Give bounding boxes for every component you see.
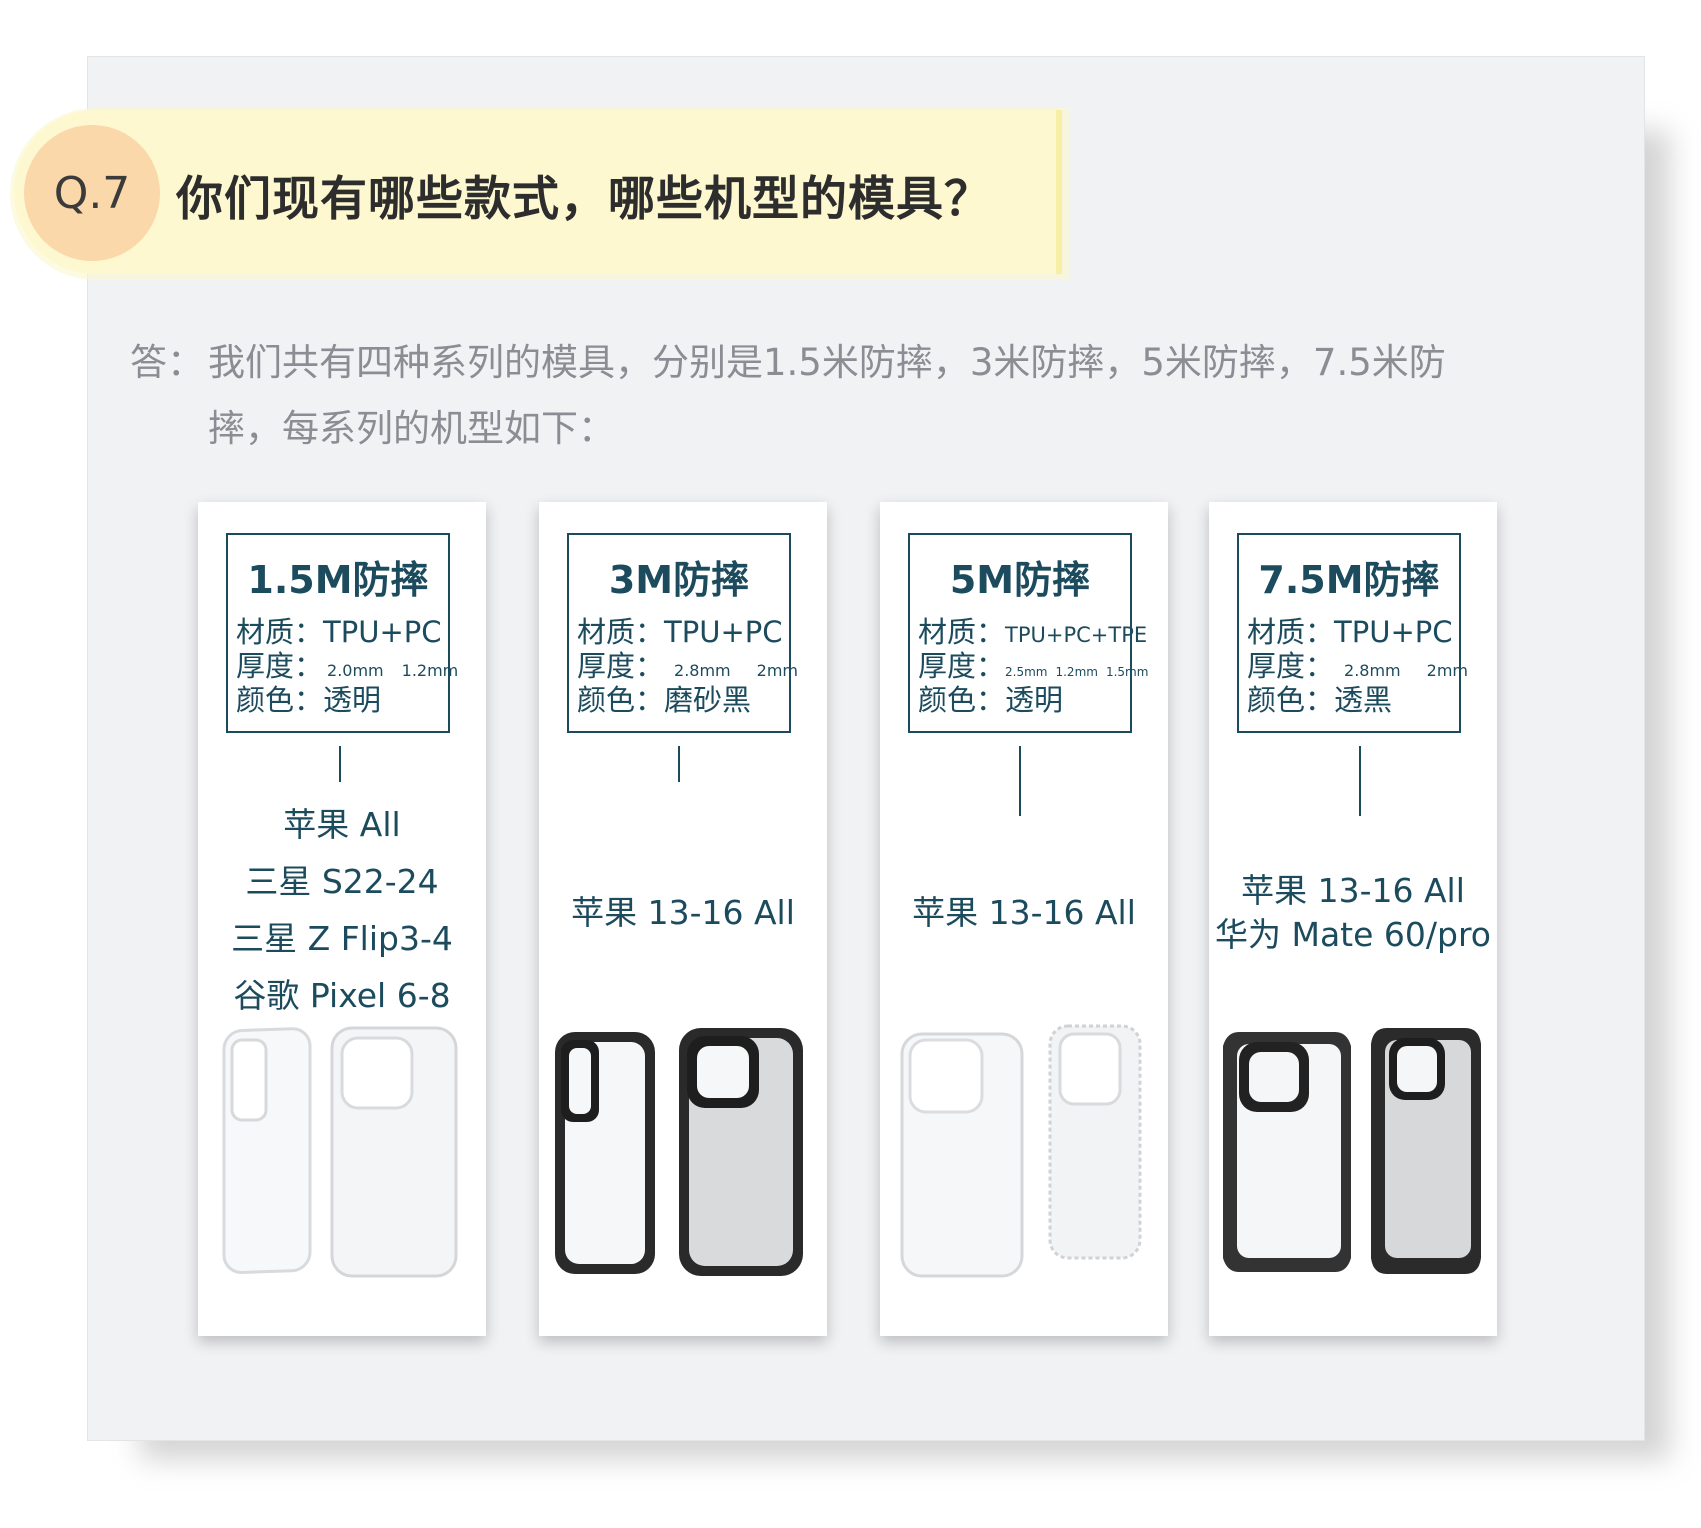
series-card-7-5m: 7.5M防摔 材质：TPU+PC 厚度： 2.8mm 2mm 颜色：透黑 苹果 13…	[1209, 502, 1497, 1336]
answer-line-2: 摔，每系列的机型如下：	[208, 407, 615, 450]
model-4: 谷歌 Pixel 6-8	[233, 976, 451, 1015]
phone-case-image-black-frame	[555, 1028, 803, 1276]
question-number: Q.7	[53, 167, 131, 219]
color-label: 颜色：	[1247, 683, 1335, 717]
model-1: 苹果 13-16 All	[912, 893, 1136, 932]
material-value: TPU+PC	[664, 615, 783, 649]
thickness-row: 厚度： 2.8mm 2mm	[1247, 643, 1468, 685]
material-value: TPU+PC	[1334, 615, 1453, 649]
thickness-value-2: 1.2mm	[1055, 665, 1098, 679]
thickness-value-1: 2.8mm	[674, 661, 731, 680]
thickness-value-2: 1.2mm	[401, 661, 459, 680]
thickness-value-1: 2.8mm	[1344, 661, 1401, 680]
connector-line	[339, 746, 341, 782]
answer-label: 答：	[130, 341, 204, 384]
model-2: 华为 Mate 60/pro	[1214, 915, 1491, 954]
phone-case-image-clear-bumper	[900, 1024, 1142, 1278]
spec-box: 7.5M防摔 材质：TPU+PC 厚度： 2.8mm 2mm 颜色：透黑	[1237, 533, 1468, 733]
series-title: 1.5M防摔	[247, 558, 429, 602]
thickness-value-1: 2.5mm	[1005, 665, 1048, 679]
material-label: 材质：	[1247, 615, 1335, 649]
color-value: 磨砂黑	[664, 683, 752, 717]
series-title: 7.5M防摔	[1258, 558, 1440, 602]
color-value: 透黑	[1334, 683, 1393, 717]
model-1: 苹果 All	[283, 805, 401, 844]
thickness-row: 厚度：2.0mm 1.2mm	[236, 643, 458, 685]
color-value: 透明	[323, 683, 382, 717]
material-row: 材质：TPU+PC+TPE	[918, 609, 1147, 651]
spec-box: 3M防摔 材质：TPU+PC 厚度： 2.8mm 2mm 颜色：磨砂黑	[567, 533, 798, 733]
thickness-value-3: 1.5mm	[1105, 665, 1149, 679]
color-row: 颜色：透黑	[1247, 677, 1392, 719]
model-1: 苹果 13-16 All	[1241, 871, 1465, 910]
material-row: 材质：TPU+PC	[1247, 609, 1452, 651]
series-card-5m: 5M防摔 材质：TPU+PC+TPE 厚度：2.5mm 1.2mm 1.5mm 颜色…	[880, 502, 1168, 1336]
thickness-label: 厚度：	[918, 649, 1006, 683]
connector-line	[1019, 746, 1021, 816]
thickness-row: 厚度：2.5mm 1.2mm 1.5mm	[918, 643, 1148, 685]
thickness-value-1: 2.0mm	[327, 661, 384, 680]
thickness-label: 厚度：	[236, 649, 324, 683]
material-label: 材质：	[918, 615, 1006, 649]
model-1: 苹果 13-16 All	[571, 893, 795, 932]
spec-box: 5M防摔 材质：TPU+PC+TPE 厚度：2.5mm 1.2mm 1.5mm 颜色…	[908, 533, 1148, 733]
answer-text: 我们共有四种系列的模具，分别是1.5米防摔，3米防摔，5米防摔，7.5米防 摔，…	[208, 330, 1648, 462]
thickness-value-2: 2mm	[756, 661, 798, 680]
color-label: 颜色：	[918, 683, 1006, 717]
question-number-badge: Q.7	[24, 125, 160, 261]
model-3: 三星 Z Flip3-4	[231, 919, 453, 958]
color-value: 透明	[1005, 683, 1064, 717]
model-2: 三星 S22-24	[245, 862, 439, 901]
series-card-3m: 3M防摔 材质：TPU+PC 厚度： 2.8mm 2mm 颜色：磨砂黑 苹果 13-…	[539, 502, 827, 1336]
series-card-1-5m: 1.5M防摔 材质：TPU+PC 厚度：2.0mm 1.2mm 颜色：透明 苹果 …	[198, 502, 486, 1336]
color-row: 颜色：透明	[918, 677, 1063, 719]
spec-box: 1.5M防摔 材质：TPU+PC 厚度：2.0mm 1.2mm 颜色：透明	[226, 533, 458, 733]
question-banner	[14, 110, 1062, 274]
thickness-value-2: 2mm	[1426, 661, 1468, 680]
material-label: 材质：	[577, 615, 665, 649]
material-label: 材质：	[236, 615, 324, 649]
thickness-label: 厚度：	[1247, 649, 1335, 683]
material-row: 材质：TPU+PC	[577, 609, 782, 651]
question-title: 你们现有哪些款式，哪些机型的模具？	[176, 172, 992, 227]
material-value: TPU+PC	[323, 615, 442, 649]
phone-case-image-bumper	[1223, 1028, 1481, 1274]
connector-line	[1359, 746, 1361, 816]
answer-line-1: 我们共有四种系列的模具，分别是1.5米防摔，3米防摔，5米防摔，7.5米防	[208, 341, 1446, 384]
color-row: 颜色：磨砂黑	[577, 677, 751, 719]
material-value: TPU+PC+TPE	[1005, 623, 1148, 647]
color-label: 颜色：	[577, 683, 665, 717]
series-title: 3M防摔	[608, 558, 750, 602]
phone-case-image-clear	[222, 1026, 458, 1278]
color-label: 颜色：	[236, 683, 324, 717]
connector-line	[678, 746, 680, 782]
thickness-row: 厚度： 2.8mm 2mm	[577, 643, 798, 685]
color-row: 颜色：透明	[236, 677, 381, 719]
material-row: 材质：TPU+PC	[236, 609, 441, 651]
thickness-label: 厚度：	[577, 649, 665, 683]
series-title: 5M防摔	[949, 558, 1091, 602]
